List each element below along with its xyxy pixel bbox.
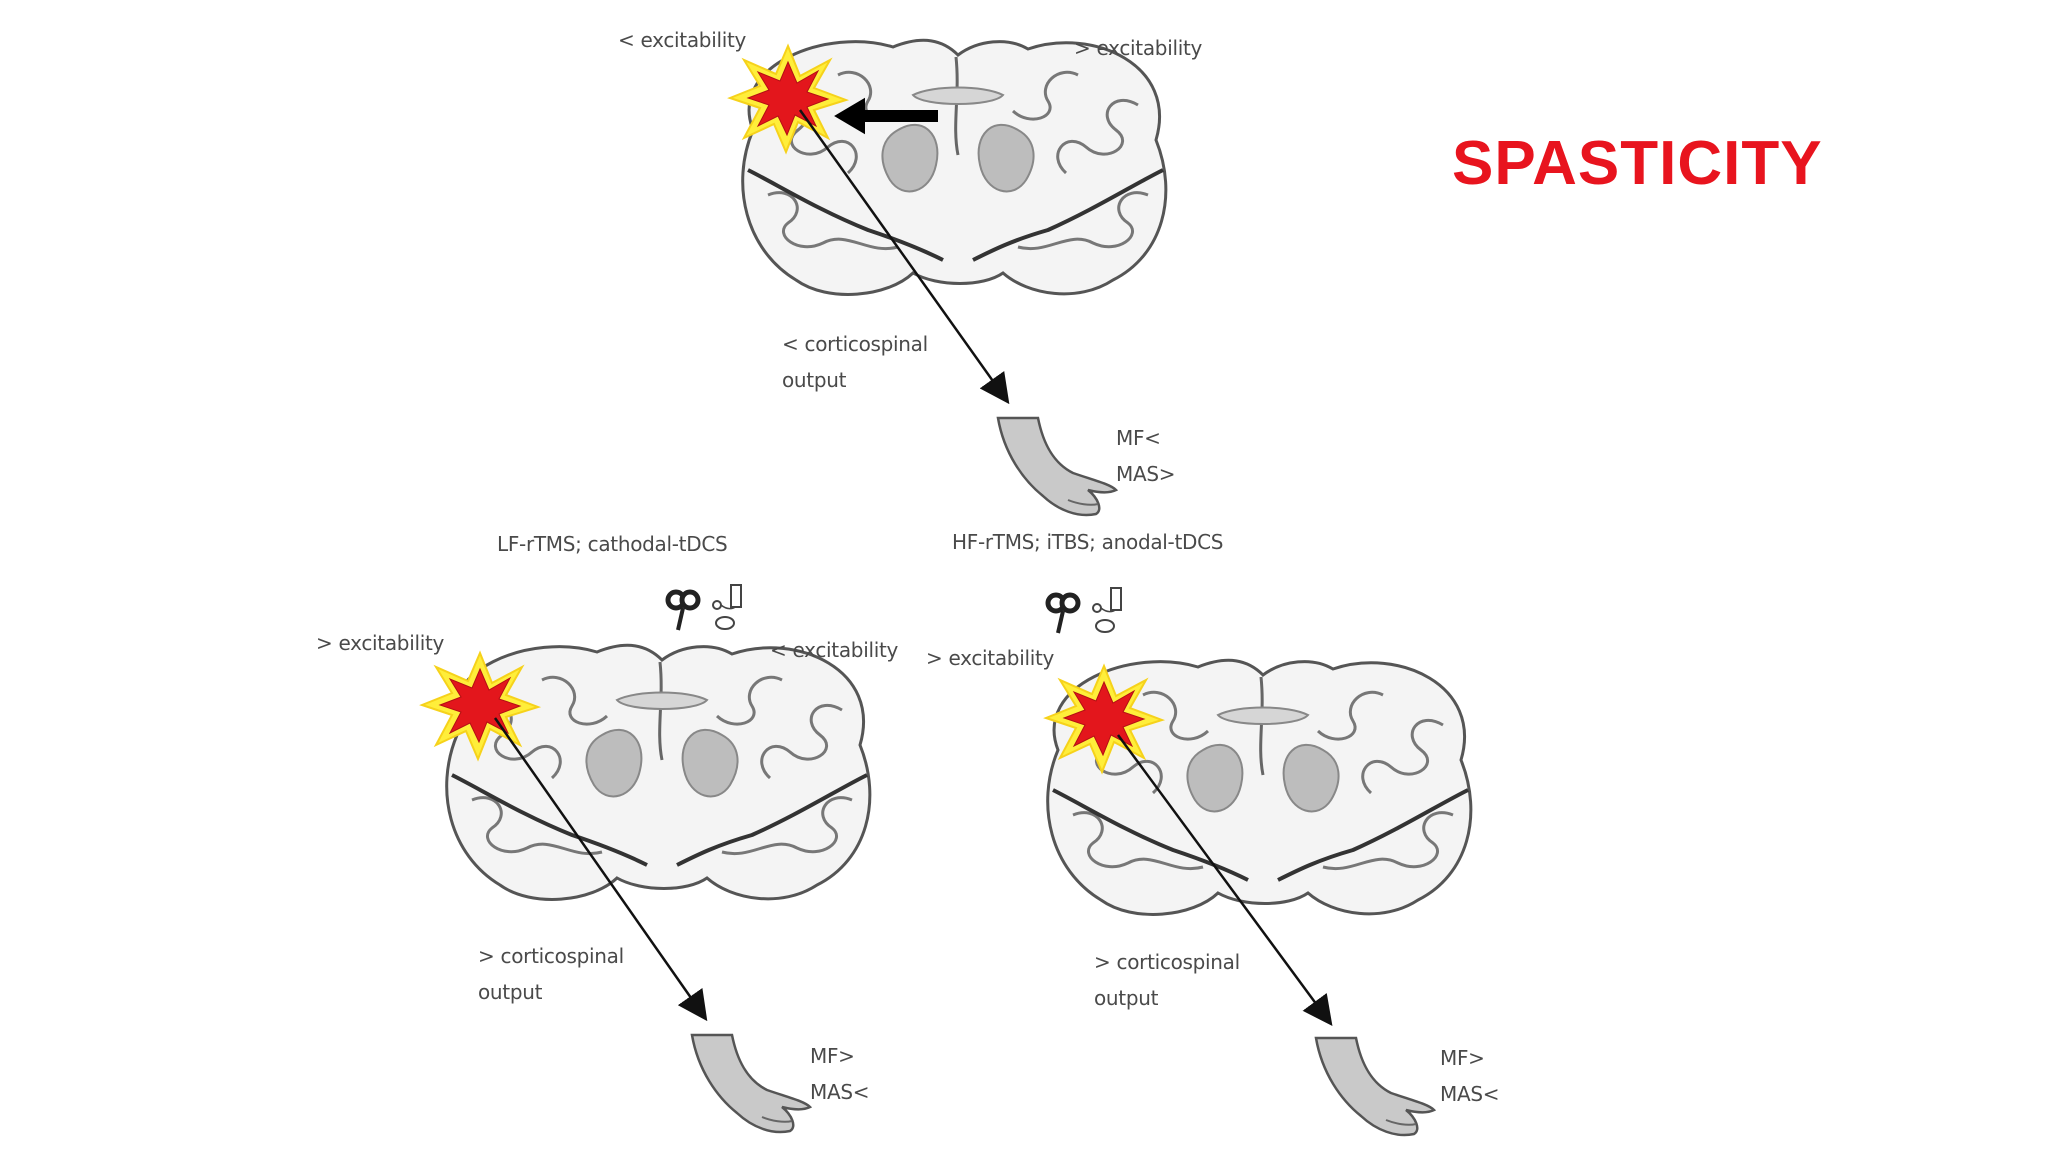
right-mas-label: MAS< bbox=[1440, 1082, 1500, 1106]
right-tms-coil-icon bbox=[1045, 592, 1081, 634]
top-left-excitability: < excitability bbox=[618, 28, 747, 52]
right-tdcs-electrode-icon bbox=[1092, 587, 1122, 633]
right-treatment-label: HF-rTMS; iTBS; anodal-tDCS bbox=[952, 530, 1224, 554]
right-corticospinal-arrow bbox=[1116, 734, 1333, 1027]
left-mas-label: MAS< bbox=[810, 1080, 870, 1104]
left-tms-coil-icon bbox=[665, 589, 701, 631]
left-output-line1: > corticospinal bbox=[478, 944, 624, 968]
left-panel-left-excitability: > excitability bbox=[316, 631, 445, 655]
left-panel-right-excitability: < excitability bbox=[770, 638, 899, 662]
left-output-line2: output bbox=[478, 980, 543, 1004]
interhemispheric-inhibition-arrow bbox=[834, 97, 938, 135]
right-output-line1: > corticospinal bbox=[1094, 950, 1240, 974]
right-output-line2: output bbox=[1094, 986, 1159, 1010]
top-output-line2: output bbox=[782, 368, 847, 392]
top-corticospinal-arrow bbox=[798, 109, 1010, 405]
right-panel-left-excitability: > excitability bbox=[926, 646, 1055, 670]
left-treatment-label: LF-rTMS; cathodal-tDCS bbox=[497, 532, 728, 556]
slide-title: SPASTICITY bbox=[1452, 129, 1823, 198]
left-tdcs-electrode-icon bbox=[712, 584, 742, 630]
top-limb-icon bbox=[996, 416, 1118, 517]
right-limb-icon bbox=[1314, 1036, 1436, 1137]
top-right-excitability: > excitability bbox=[1074, 36, 1203, 60]
top-mas-label: MAS> bbox=[1116, 462, 1176, 486]
left-limb-icon bbox=[690, 1033, 812, 1134]
left-corticospinal-arrow bbox=[493, 717, 708, 1022]
top-mf-label: MF< bbox=[1116, 426, 1161, 450]
right-mf-label: MF> bbox=[1440, 1046, 1485, 1070]
top-output-line1: < corticospinal bbox=[782, 332, 928, 356]
left-mf-label: MF> bbox=[810, 1044, 855, 1068]
